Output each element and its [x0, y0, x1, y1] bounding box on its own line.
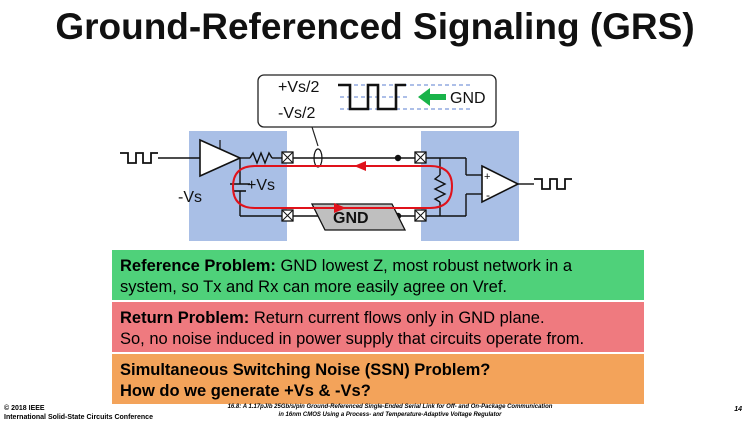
footer-left-line2: International Solid-State Circuits Confe… — [4, 414, 153, 421]
current-arrow-bottom — [334, 203, 346, 213]
reference-line1: GND lowest Z, most robust network in a — [275, 257, 573, 275]
rxb-port-x2 — [414, 209, 427, 222]
inset-gnd-label: GND — [450, 90, 486, 107]
inset-waveform — [338, 83, 406, 111]
current-arrow-top — [354, 161, 366, 171]
return-heading: Return Problem: — [120, 309, 250, 327]
return-problem-box: Return Problem: Return current flows onl… — [112, 302, 644, 352]
tx-port-x2 — [281, 151, 294, 164]
tx-minus-vs-label: -Vs — [178, 189, 202, 206]
footer-center-line1: 16.8: A 1.17pJ/b 25Gb/s/pin Ground-Refer… — [227, 404, 553, 410]
reference-problem-box: Reference Problem: GND lowest Z, most ro… — [112, 250, 644, 300]
rx-minus-label: - — [486, 188, 490, 202]
output-waveform — [534, 178, 572, 190]
rx-plus-label: + — [484, 171, 490, 183]
footer-paper-title: 16.8: A 1.17pJ/b 25Gb/s/pin Ground-Refer… — [180, 403, 600, 419]
rxt-port-x2 — [414, 151, 427, 164]
grs-circuit-diagram: +Vs/2 -Vs/2 GND +Vs -Vs GND + - — [120, 74, 572, 241]
return-line1: Return current flows only in GND plane. — [249, 309, 545, 327]
ssn-line2: How do we generate +Vs & -Vs? — [120, 382, 371, 400]
ssn-problem-box: Simultaneous Switching Noise (SSN) Probl… — [112, 354, 644, 404]
reference-line2: system, so Tx and Rx can more easily agr… — [120, 278, 508, 296]
footer-center-line2: in 16nm CMOS Using a Process- and Temper… — [278, 412, 502, 418]
input-waveform — [120, 152, 158, 164]
slide-title: Ground-Referenced Signaling (GRS) — [55, 6, 695, 47]
txb-port-x2 — [281, 209, 294, 222]
signal-node — [394, 154, 402, 162]
gnd-plane-label: GND — [333, 210, 369, 227]
inset-minus-label: -Vs/2 — [278, 105, 315, 122]
rx-termination-resistor — [433, 174, 447, 203]
callout-line — [311, 126, 319, 147]
return-current-loop — [231, 165, 454, 209]
return-line2: So, no noise induced in power supply tha… — [120, 330, 585, 348]
reference-heading: Reference Problem: — [120, 257, 276, 275]
rx-comparator — [481, 164, 520, 204]
footer-copyright: © 2018 IEEE International Solid-State Ci… — [4, 404, 153, 422]
tx-resistor — [249, 151, 273, 165]
ssn-line1: Simultaneous Switching Noise (SSN) Probl… — [120, 361, 491, 379]
footer-left-line1: © 2018 IEEE — [4, 405, 45, 412]
green-arrow-icon — [418, 88, 446, 106]
page-number: 14 — [734, 406, 742, 413]
inset-plus-label: +Vs/2 — [278, 79, 319, 96]
tx-plus-vs-label: +Vs — [247, 177, 275, 194]
